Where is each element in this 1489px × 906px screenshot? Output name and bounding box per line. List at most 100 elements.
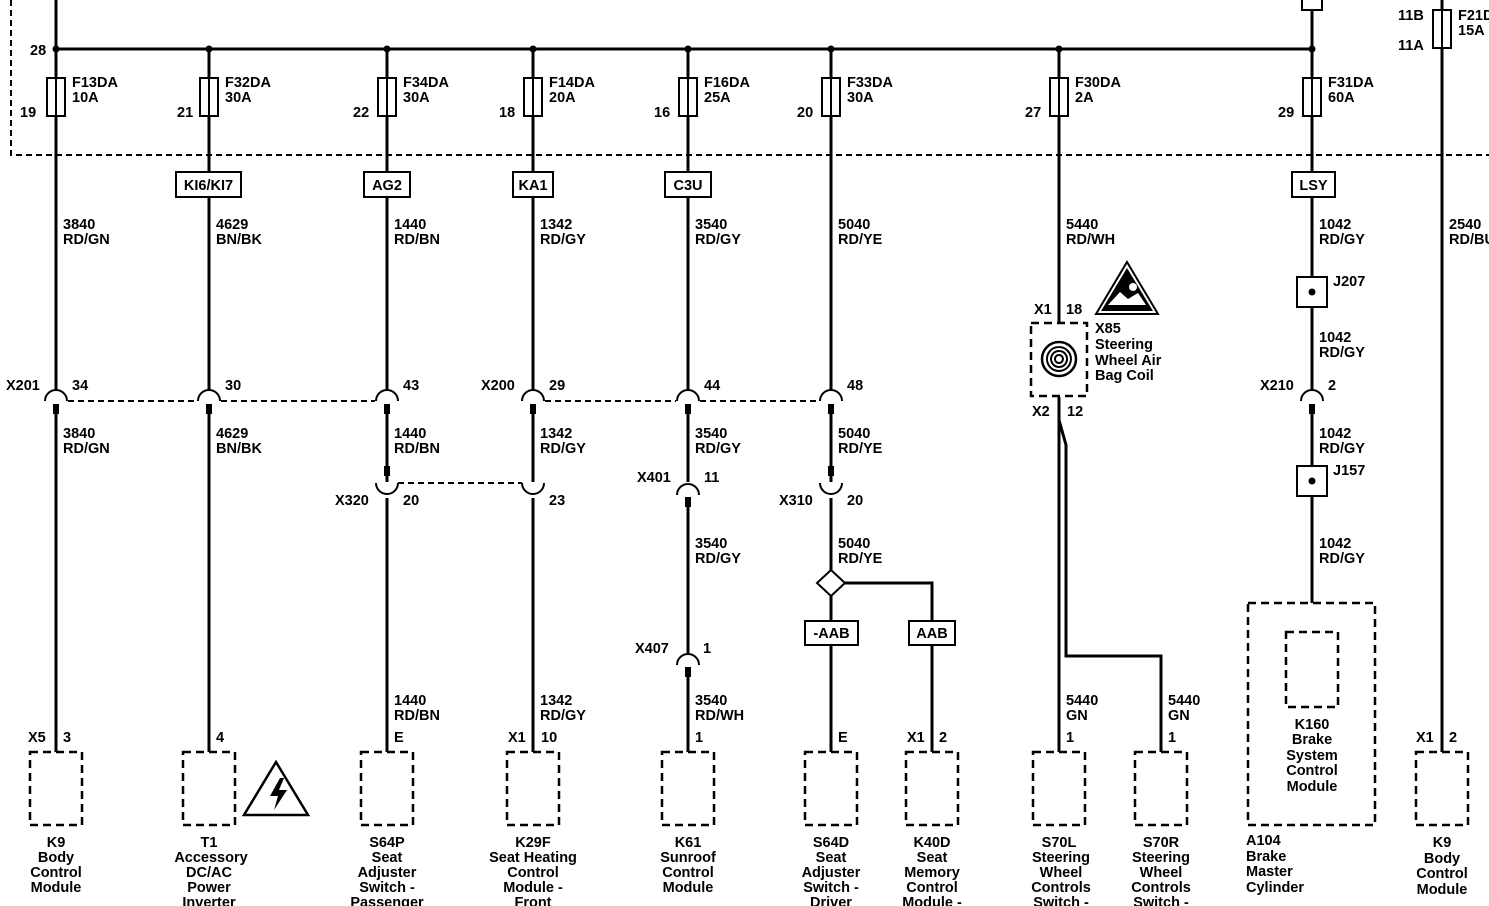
connector-label: X1 [1416, 730, 1434, 746]
pin-label: 2 [1328, 378, 1336, 394]
component-label-k9: K9 Body Control Module [30, 835, 82, 896]
wire-color: BN/BK [216, 232, 262, 248]
svg-text:Module: Module [1287, 779, 1338, 795]
svg-text:Memory: Memory [904, 865, 960, 881]
power-bus: 28 [30, 0, 1323, 59]
fuse-pin: 16 [654, 105, 670, 121]
svg-text:K9: K9 [47, 835, 66, 851]
wire-color: RD/WH [1066, 232, 1115, 248]
wire-circuit: 5440 [1066, 693, 1098, 709]
component-label-k40d: K40D Seat Memory Control Module - [902, 835, 962, 906]
svg-text:Seat Heating: Seat Heating [489, 850, 577, 866]
connector-label: X201 [6, 378, 40, 394]
fuse-pin: 19 [20, 105, 36, 121]
option-label: AG2 [372, 178, 402, 194]
svg-text:Module: Module [663, 880, 714, 896]
svg-text:S70L: S70L [1042, 835, 1077, 851]
option-lsy: LSY [1291, 171, 1336, 198]
connector-label: X401 [637, 470, 671, 486]
connector-label: X1 [907, 730, 925, 746]
splice-j157: J157 [1296, 463, 1365, 497]
connector-label: X1 [1034, 302, 1052, 318]
svg-text:Seat: Seat [372, 850, 403, 866]
component-label-k9-right: K9 Body Control Module [1416, 835, 1468, 898]
fuse-pin: 22 [353, 105, 369, 121]
wire-color: RD/GY [540, 441, 586, 457]
fuse-f32da: F32DA 30A 21 [177, 49, 271, 121]
component-label-s70l: S70L Steering Wheel Controls Switch - [1031, 835, 1091, 906]
svg-text:Switch -: Switch - [359, 880, 415, 896]
svg-text:Front: Front [514, 895, 551, 906]
fuse-name: F30DA [1075, 75, 1121, 91]
pin-label: 11 [704, 470, 719, 486]
svg-text:Controls: Controls [1031, 880, 1091, 896]
fuse-rating: 25A [704, 90, 731, 106]
wire-color: RD/WH [695, 708, 744, 724]
fuse-rating: 10A [72, 90, 99, 106]
component-label-a104: A104 Brake Master Cylinder [1246, 833, 1304, 896]
wire-color: RD/BN [394, 232, 440, 248]
svg-text:DC/AC: DC/AC [186, 865, 232, 881]
svg-text:S64P: S64P [369, 835, 405, 851]
fuse-name: F16DA [704, 75, 750, 91]
circuit-3840: 3840 RD/GN 3840 RD/GN [54, 116, 110, 752]
circuit-5440: 5440 RD/WH 5440 GN 5440 GN [1057, 116, 1200, 752]
pin-label: 10 [541, 730, 557, 746]
svg-text:Control: Control [906, 880, 958, 896]
airbag-coil-x85: X1 18 X2 12 X85 Steering Wheel Air Bag C… [1029, 302, 1162, 420]
pin-label: E [394, 730, 404, 746]
wire-color: RD/GY [695, 232, 741, 248]
circuit-1440: 1440 RD/BN 1440 RD/BN 1440 RD/BN [385, 116, 440, 752]
pin-label: 48 [847, 378, 863, 394]
pin-label: 23 [549, 493, 565, 509]
fuse-name: F14DA [549, 75, 595, 91]
wire-circuit: 1440 [394, 217, 426, 233]
svg-text:Steering: Steering [1032, 850, 1090, 866]
component-label-s64p: S64P Seat Adjuster Switch - Passenger [350, 835, 424, 906]
svg-text:Module -: Module - [902, 895, 962, 906]
wire-color: RD/YE [838, 551, 883, 567]
airbag-name: Wheel Air [1095, 353, 1162, 369]
svg-text:Steering: Steering [1132, 850, 1190, 866]
fuse-name: F32DA [225, 75, 271, 91]
airbag-warning-icon [1094, 260, 1160, 315]
airbag-name: Steering [1095, 337, 1153, 353]
fuse-f16da: F16DA 25A 16 [654, 49, 750, 121]
airbag-name: Bag Coil [1095, 368, 1154, 384]
fuse-pin: 18 [499, 105, 515, 121]
svg-text:Master: Master [1246, 864, 1293, 880]
svg-text:K160: K160 [1295, 717, 1330, 733]
connector-label: X407 [635, 641, 669, 657]
svg-text:Switch -: Switch - [1033, 895, 1089, 906]
fuse-name: F13DA [72, 75, 118, 91]
svg-text:K29F: K29F [515, 835, 551, 851]
fuse-f30da: F30DA 2A 27 [1025, 49, 1121, 121]
option-label: LSY [1299, 178, 1328, 194]
fuse-pin: 21 [177, 105, 193, 121]
fuse-pin: 20 [797, 105, 813, 121]
svg-text:Brake: Brake [1292, 732, 1332, 748]
svg-text:Body: Body [38, 850, 74, 866]
wire-circuit: 5440 [1168, 693, 1200, 709]
circuit-1342: 1342 RD/GY 1342 RD/GY 1342 RD/GY [531, 116, 586, 752]
fuse-name: F31DA [1328, 75, 1374, 91]
pin-label: 44 [704, 378, 720, 394]
fuse-f21d: F21D 15A 11B 11A [1398, 0, 1489, 54]
pin-label: 2 [939, 730, 947, 746]
svg-text:S64D: S64D [813, 835, 849, 851]
option-label: KI6/KI7 [184, 178, 233, 194]
fuse-name: F34DA [403, 75, 449, 91]
option-ki6-ki7: KI6/KI7 [175, 171, 242, 198]
svg-text:S70R: S70R [1143, 835, 1180, 851]
wire-color: RD/YE [838, 232, 883, 248]
option-not-aab: -AAB [804, 620, 859, 646]
pin-label: 2 [1449, 730, 1457, 746]
connector-label: X5 [28, 730, 46, 746]
wire-circuit: 3840 [63, 217, 95, 233]
svg-text:Controls: Controls [1131, 880, 1191, 896]
connector-x201-x200-x210: X201 34 30 43 X200 29 44 48 X210 2 [6, 378, 1336, 414]
circuit-4629: 4629 BN/BK 4629 BN/BK [207, 116, 262, 752]
wire-color: RD/BU [1449, 232, 1489, 248]
splice-label: J157 [1333, 463, 1365, 479]
